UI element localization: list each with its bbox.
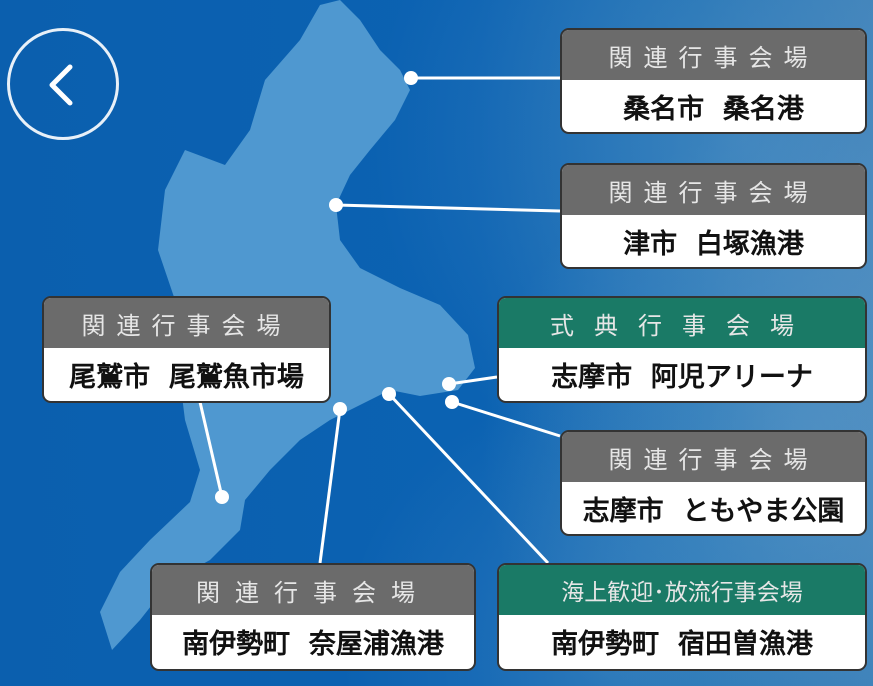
venue-card-shukutaso[interactable]: 海上歓迎･放流行事会場 南伊勢町 宿田曽漁港 <box>497 563 867 671</box>
venue-category: 関連行事会場 <box>562 432 865 482</box>
connector-line <box>335 203 561 213</box>
connector-lines <box>198 76 561 565</box>
connector-line <box>448 375 498 386</box>
venue-card-tomoyama[interactable]: 関連行事会場 志摩市 ともやま公園 <box>560 430 867 536</box>
venue-marker[interactable] <box>333 402 347 416</box>
venue-name: 桑名市 桑名港 <box>623 94 804 125</box>
venue-name: 南伊勢町 宿田曽漁港 <box>551 629 813 660</box>
venue-card-kuwana[interactable]: 関連行事会場 桑名市 桑名港 <box>560 28 867 134</box>
connector-line <box>318 408 342 564</box>
venue-marker[interactable] <box>404 71 418 85</box>
venue-name: 津市 白塚漁港 <box>623 229 804 260</box>
connector-line <box>387 392 550 565</box>
venue-category: 海上歓迎･放流行事会場 <box>499 565 865 615</box>
connector-line <box>451 400 561 438</box>
chevron-left-icon <box>49 64 73 106</box>
venue-card-nayaura[interactable]: 関連行事会場 南伊勢町 奈屋浦漁港 <box>150 563 476 671</box>
venue-name: 志摩市 阿児アリーナ <box>551 362 813 393</box>
venue-category: 関連行事会場 <box>562 30 865 80</box>
venue-marker[interactable] <box>329 198 343 212</box>
venue-marker[interactable] <box>445 395 459 409</box>
venue-name: 南伊勢町 奈屋浦漁港 <box>182 629 444 660</box>
venue-category: 式典行事会場 <box>499 298 865 348</box>
back-button[interactable] <box>7 28 119 140</box>
venue-category: 関連行事会場 <box>152 565 474 615</box>
venue-marker[interactable] <box>215 490 229 504</box>
venue-category: 関連行事会場 <box>44 298 329 348</box>
venue-card-owase[interactable]: 関連行事会場 尾鷲市 尾鷲魚市場 <box>42 296 331 403</box>
venue-name: 尾鷲市 尾鷲魚市場 <box>69 362 304 393</box>
venue-marker[interactable] <box>382 387 396 401</box>
venue-card-tsu[interactable]: 関連行事会場 津市 白塚漁港 <box>560 163 867 269</box>
venue-marker[interactable] <box>442 377 456 391</box>
connector-line <box>198 401 224 498</box>
venue-name: 志摩市 ともやま公園 <box>582 496 845 527</box>
venue-card-ago-arena[interactable]: 式典行事会場 志摩市 阿児アリーナ <box>497 296 867 403</box>
venue-category: 関連行事会場 <box>562 165 865 215</box>
